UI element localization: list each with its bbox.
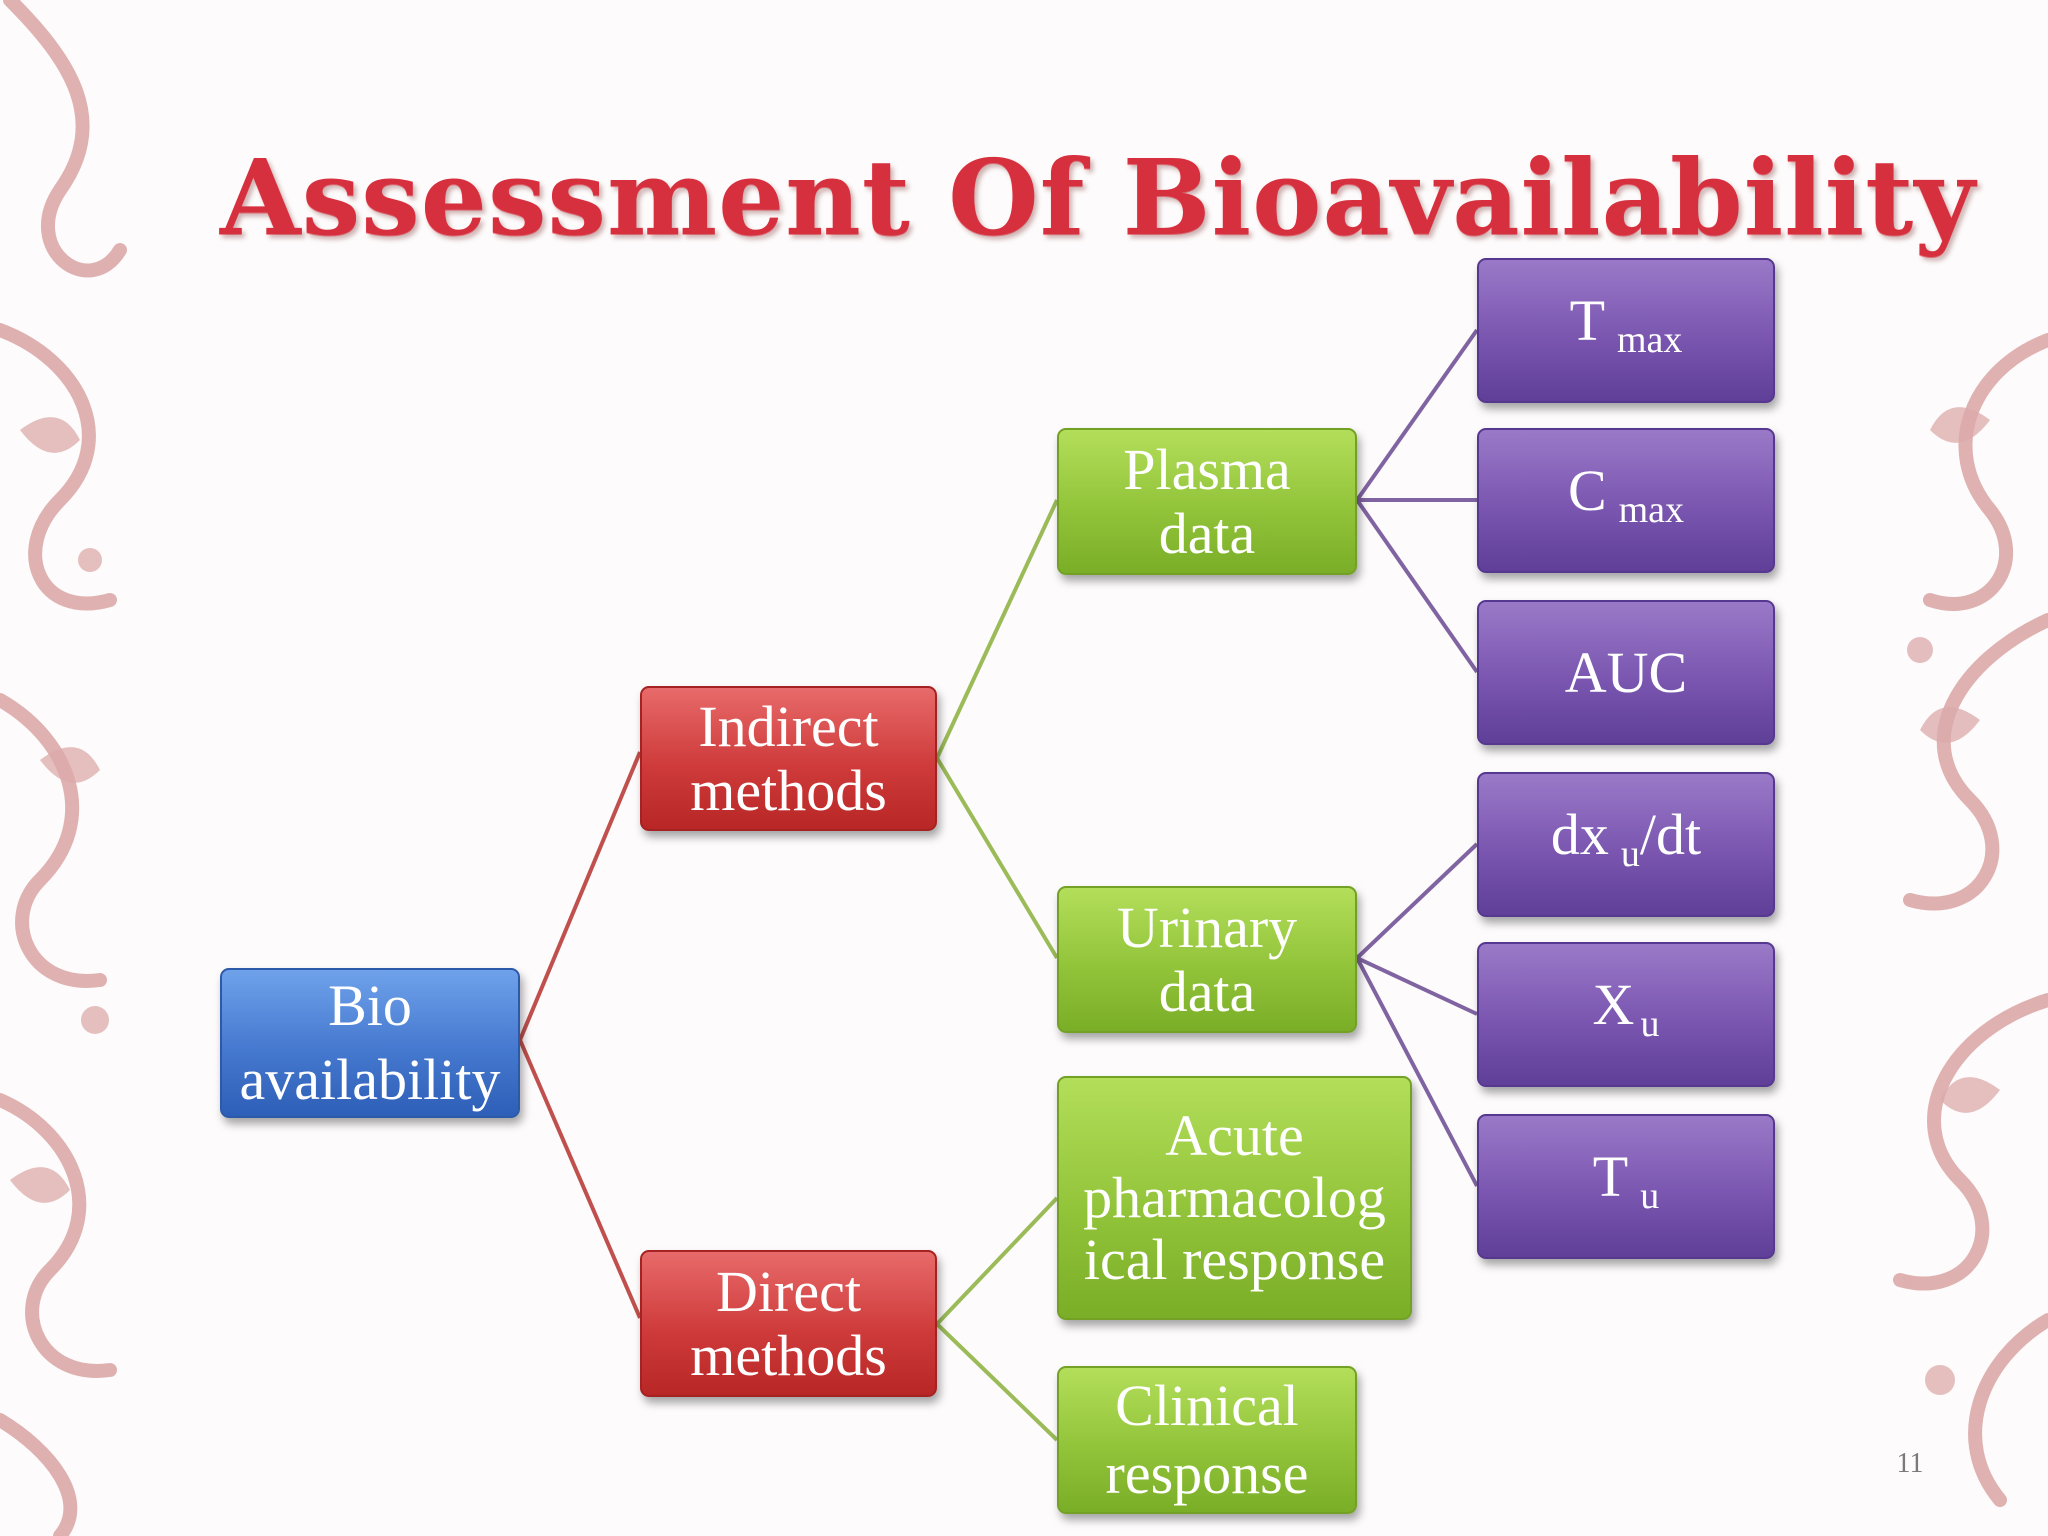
node-clinical-response: Clinical response	[1057, 1366, 1357, 1514]
node-plasma-line1: Plasma	[1123, 436, 1291, 502]
node-tmax-sub: max	[1617, 319, 1683, 361]
node-clinical-line2: response	[1105, 1441, 1309, 1506]
node-plasma-line2: data	[1158, 500, 1256, 566]
node-tu-sub: u	[1640, 1175, 1660, 1217]
edge-indirect-plasma	[935, 499, 1059, 759]
node-dxudt-tail: /dt	[1639, 802, 1702, 867]
edge-plasma-tmax	[1355, 328, 1479, 502]
ornament-right	[1893, 333, 2048, 1507]
node-direct-line1: Direct	[716, 1258, 861, 1324]
node-direct-methods: Direct methods	[640, 1250, 937, 1397]
node-dxudt-main: dx	[1550, 802, 1609, 867]
edge-direct-acute	[935, 1196, 1059, 1326]
node-direct-line2: methods	[690, 1322, 887, 1388]
edge-urinary-xu	[1356, 956, 1478, 1016]
node-tu-main: T	[1592, 1144, 1629, 1209]
edge-urinary-tu	[1355, 957, 1479, 1187]
page-number: 11	[1896, 1448, 1924, 1479]
node-bioavailability-line2: availability	[239, 1047, 501, 1112]
node-acute-line3: ical response	[1083, 1227, 1386, 1292]
node-urinary-line2: data	[1158, 958, 1256, 1024]
node-acute-pharmacological-response: Acute pharmacolog ical response	[1057, 1076, 1412, 1320]
node-acute-line2: pharmacolog	[1083, 1165, 1386, 1230]
node-auc: AUC	[1477, 600, 1775, 745]
edge-root-indirect	[518, 751, 642, 1041]
node-acute-line1: Acute	[1165, 1103, 1304, 1168]
node-bioavailability: Bio availability	[220, 968, 520, 1118]
node-xu-sub: u	[1640, 1003, 1660, 1045]
edge-indirect-urinary	[935, 756, 1059, 960]
edge-direct-clinical	[935, 1322, 1059, 1442]
node-clinical-line1: Clinical	[1115, 1373, 1299, 1438]
node-plasma-data: Plasma data	[1057, 428, 1357, 575]
edge-urinary-dxudt	[1355, 842, 1479, 960]
ornament-left	[0, 0, 127, 1536]
slide-title: Assessment Of Bioavailability	[220, 136, 1976, 259]
node-indirect-line2: methods	[690, 757, 887, 823]
node-urinary-data: Urinary data	[1057, 886, 1357, 1033]
node-dxudt-sub: u	[1620, 833, 1640, 875]
node-bioavailability-line1: Bio	[328, 973, 412, 1038]
node-xu-main: X	[1592, 972, 1635, 1037]
node-auc-main: AUC	[1564, 639, 1688, 705]
edge-plasma-auc	[1355, 498, 1479, 674]
node-indirect-line1: Indirect	[698, 693, 879, 759]
node-indirect-methods: Indirect methods	[640, 686, 937, 831]
node-tmax-main: T	[1569, 288, 1605, 353]
node-urinary-line1: Urinary	[1116, 894, 1298, 960]
edge-root-direct	[518, 1039, 642, 1319]
node-cmax-sub: max	[1618, 489, 1685, 531]
node-cmax-main: C	[1567, 458, 1607, 523]
